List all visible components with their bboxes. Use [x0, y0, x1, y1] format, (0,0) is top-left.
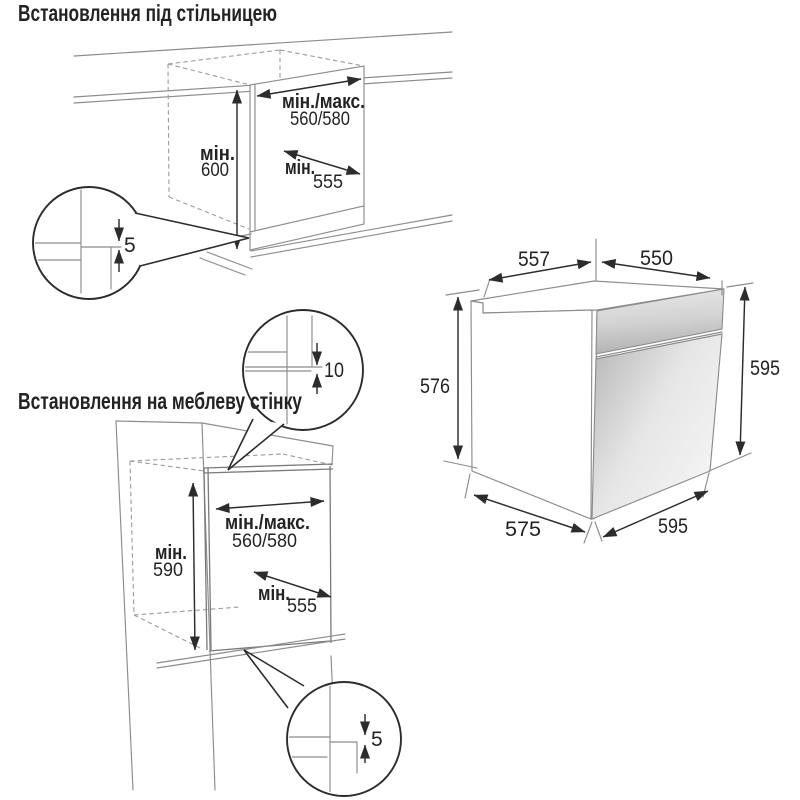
- oven-top-depth-dimension: 557: [483, 248, 592, 298]
- oven-door: [591, 288, 725, 520]
- width-arrow: [256, 76, 362, 99]
- oven-bottom-width-value: 595: [658, 515, 688, 538]
- depth-arrow: [283, 150, 361, 175]
- oven-bottom-width-dimension: 595: [594, 472, 710, 542]
- undercounter-depth-dimension: мін. 555: [283, 150, 361, 193]
- wall-unit-height-value: 590: [153, 560, 183, 581]
- oven-top-depth-value: 557: [518, 248, 550, 271]
- undercounter-depth-value: 555: [313, 172, 343, 193]
- bottom-width-arrow: [602, 490, 709, 538]
- oven-top-width-value: 550: [640, 247, 673, 270]
- front-height-arrow: [735, 286, 750, 456]
- wall-unit-section-title: Встановлення на меблеву стінку: [18, 388, 302, 414]
- undercounter-base-gap-value: 5: [124, 234, 136, 257]
- wall-unit-depth-label: мін.: [258, 583, 290, 605]
- wall-unit-height-dimension: мін. 590: [153, 482, 200, 651]
- undercounter-width-label: мін./макс.: [282, 91, 365, 113]
- oven-side-height-value: 576: [420, 375, 450, 398]
- wall-unit-depth-dimension: мін. 555: [253, 571, 332, 617]
- oven-front-height-value: 595: [750, 357, 780, 380]
- niche-outline: [203, 463, 334, 652]
- wall-unit-width-value: 560/580: [232, 531, 297, 552]
- oven-left-face: [470, 300, 593, 520]
- wall-unit-base-gap-value: 5: [371, 728, 383, 751]
- shelf-lines: [156, 633, 346, 669]
- detail-circle: [286, 681, 402, 797]
- wall-unit-width-dimension: мін./макс. 560/580: [215, 497, 325, 552]
- oven-top-width-dimension: 550: [595, 238, 723, 296]
- door-glass-panel: [591, 333, 723, 520]
- wall-unit-height-label: мін.: [155, 542, 187, 564]
- bottom-depth-arrow: [473, 494, 586, 533]
- height-arrow: [188, 482, 200, 651]
- oven-side-height-dimension: 576: [420, 289, 480, 469]
- bubble-tail: [228, 419, 284, 470]
- detail-circle: [242, 309, 364, 431]
- control-panel-band: [595, 288, 725, 355]
- detail-lines: [35, 189, 122, 294]
- undercounter-width-value: 560/580: [290, 109, 350, 130]
- undercounter-depth-label: мін.: [285, 157, 315, 179]
- undercounter-height-value: 600: [201, 160, 229, 181]
- door-gap-line: [595, 331, 723, 358]
- oven-bottom-depth-value: 575: [505, 518, 541, 541]
- oven-bottom-depth-dimension: 575: [464, 473, 593, 544]
- bubble-tail: [244, 650, 304, 708]
- undercounter-width-dimension: мін./макс. 560/580: [256, 76, 365, 130]
- wall-unit-depth-value: 555: [287, 596, 317, 617]
- niche-base: [249, 205, 365, 251]
- oven-front-height-dimension: 595: [708, 282, 780, 472]
- detail-bubble-wall-unit-base-gap: 5: [243, 649, 402, 797]
- wall-unit-installation-diagram: мін. 590 мін./макс. 560/580 мін. 555: [115, 420, 346, 791]
- wall-unit-top-gap-value: 10: [324, 359, 344, 382]
- undercounter-height-dimension: мін. 600: [200, 89, 242, 250]
- detail-bubble-undercounter-base-gap: 5: [32, 186, 250, 300]
- oven-dimensions-drawing: 576 557 550 595 575 59: [420, 238, 780, 544]
- top-width-arrow: [601, 259, 711, 281]
- wall-unit-width-label: мін./макс.: [225, 512, 310, 534]
- detail-bubble-top-gap: 10: [227, 309, 364, 471]
- top-depth-arrow: [488, 259, 592, 283]
- detail-lines: [289, 684, 358, 793]
- undercounter-section-title: Встановлення під стільницею: [18, 0, 277, 26]
- depth-arrow: [253, 571, 332, 598]
- undercounter-height-label: мін.: [200, 143, 235, 165]
- bubble-tail: [135, 213, 249, 266]
- width-arrow: [215, 497, 325, 513]
